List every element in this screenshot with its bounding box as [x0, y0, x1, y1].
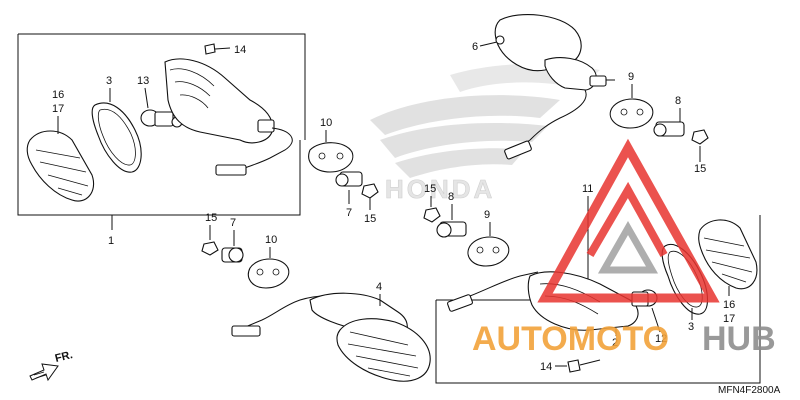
watermark-text-b: HUB	[702, 320, 776, 358]
rubber-mount-10b	[247, 258, 290, 289]
collar-8a	[653, 121, 685, 137]
watermark-logo	[537, 138, 720, 303]
label-17b: 17	[723, 313, 735, 325]
label-11: 11	[582, 183, 593, 195]
label-1: 1	[108, 235, 114, 247]
nut-15a	[691, 129, 709, 145]
nut-15b	[361, 183, 379, 199]
label-13: 13	[137, 75, 149, 87]
rubber-mount-9b	[467, 236, 510, 267]
label-16a: 16	[52, 89, 64, 101]
nut-15c	[423, 207, 441, 223]
collar-7a	[335, 171, 363, 187]
label-17a: 17	[52, 103, 64, 115]
collar-7b	[221, 247, 244, 263]
brand-text: HONDA	[385, 174, 495, 204]
collar-8b	[436, 221, 467, 238]
label-15b: 15	[364, 213, 376, 225]
label-3a: 3	[106, 75, 112, 87]
label-8b: 8	[448, 191, 454, 203]
label-8a: 8	[675, 95, 681, 107]
screw-right	[567, 359, 601, 373]
rubber-mount-9a	[609, 98, 654, 129]
housing-lower-left	[231, 292, 431, 382]
screw-left	[204, 43, 231, 55]
label-14b: 14	[540, 361, 552, 373]
label-3b: 3	[688, 321, 694, 333]
front-direction-arrow	[29, 363, 59, 382]
label-7b: 7	[230, 217, 236, 229]
label-16b: 16	[723, 299, 735, 311]
label-4: 4	[376, 281, 382, 293]
nut-15d	[201, 241, 219, 256]
lens-front-left	[26, 130, 94, 202]
frame-assembly-1	[17, 33, 306, 230]
housing-left	[164, 58, 293, 176]
label-12: 12	[655, 333, 667, 345]
label-15c: 15	[424, 183, 436, 195]
label-10b: 10	[265, 234, 277, 246]
label-14a: 14	[234, 44, 246, 56]
gasket-left	[91, 102, 142, 173]
direction-label: FR.	[54, 349, 74, 365]
lens-front-right	[698, 219, 758, 290]
rubber-mount-10a	[308, 142, 354, 173]
label-15a: 15	[694, 163, 706, 175]
label-10a: 10	[320, 117, 332, 129]
watermark-text-a: AUTOMOTO	[472, 320, 669, 358]
label-7a: 7	[346, 207, 352, 219]
label-15d: 15	[205, 212, 217, 224]
diagram-code: MFN4F2800A	[718, 385, 781, 396]
label-6: 6	[472, 41, 478, 53]
label-2: 2	[612, 337, 618, 349]
label-9b: 9	[484, 209, 490, 221]
housing-right	[494, 14, 615, 160]
label-9a: 9	[628, 71, 634, 83]
